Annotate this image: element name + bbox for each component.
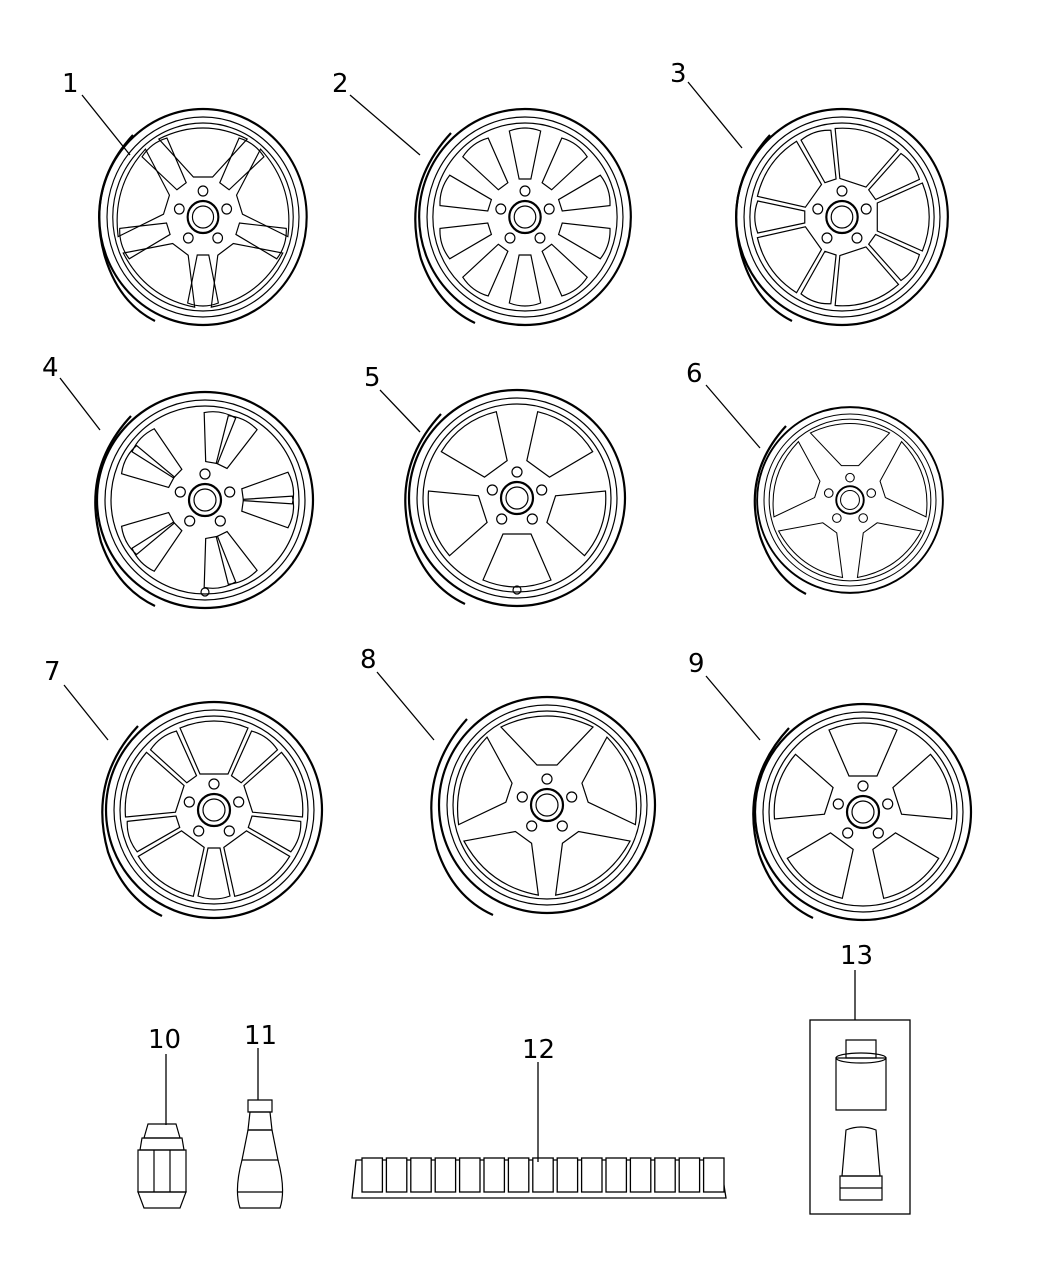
lug-nut-10 <box>137 1123 187 1209</box>
wheel-1 <box>98 107 308 327</box>
leader-lines <box>59 81 856 1162</box>
callout-10: 10 <box>148 1025 181 1055</box>
callout-1: 1 <box>62 69 79 99</box>
callout-7: 7 <box>44 657 61 687</box>
callout-11: 11 <box>244 1021 277 1051</box>
wheel-lock-kit-13 <box>809 1019 911 1215</box>
wheel-6 <box>753 406 944 595</box>
weight-segment <box>385 1157 408 1193</box>
callout-9: 9 <box>688 649 705 679</box>
callout-4: 4 <box>42 353 59 383</box>
wheel-5 <box>404 388 627 608</box>
weight-segment <box>458 1157 481 1193</box>
weight-segment <box>532 1157 554 1193</box>
valve-stem-11 <box>236 1099 284 1209</box>
weight-segment <box>361 1157 384 1193</box>
weight-segment <box>483 1157 506 1193</box>
callout-6: 6 <box>686 359 703 389</box>
callout-3: 3 <box>670 59 687 89</box>
weight-segment <box>507 1157 530 1193</box>
weight-segment <box>580 1157 603 1193</box>
callout-12: 12 <box>522 1035 555 1065</box>
wheel-3 <box>735 107 949 327</box>
weight-segment <box>556 1157 579 1193</box>
wheel-4 <box>94 390 315 610</box>
callout-13: 13 <box>840 941 873 971</box>
weight-segment <box>654 1157 676 1193</box>
wheel-2 <box>414 107 632 327</box>
wheel-weights-12 <box>351 1157 727 1199</box>
callout-labels: 1 2 3 4 5 6 7 8 9 10 11 12 13 <box>42 59 873 1065</box>
callout-5: 5 <box>364 363 381 393</box>
weight-segment <box>629 1157 652 1193</box>
wheel-7 <box>101 700 324 920</box>
weight-segment <box>410 1157 432 1193</box>
wheel-8 <box>430 695 657 917</box>
weight-segment <box>702 1157 725 1193</box>
wheel-9 <box>752 702 973 922</box>
weight-segment <box>434 1157 457 1193</box>
callout-2: 2 <box>332 69 349 99</box>
callout-8: 8 <box>360 645 377 675</box>
weight-segment <box>678 1157 701 1193</box>
weight-segment <box>605 1157 628 1193</box>
